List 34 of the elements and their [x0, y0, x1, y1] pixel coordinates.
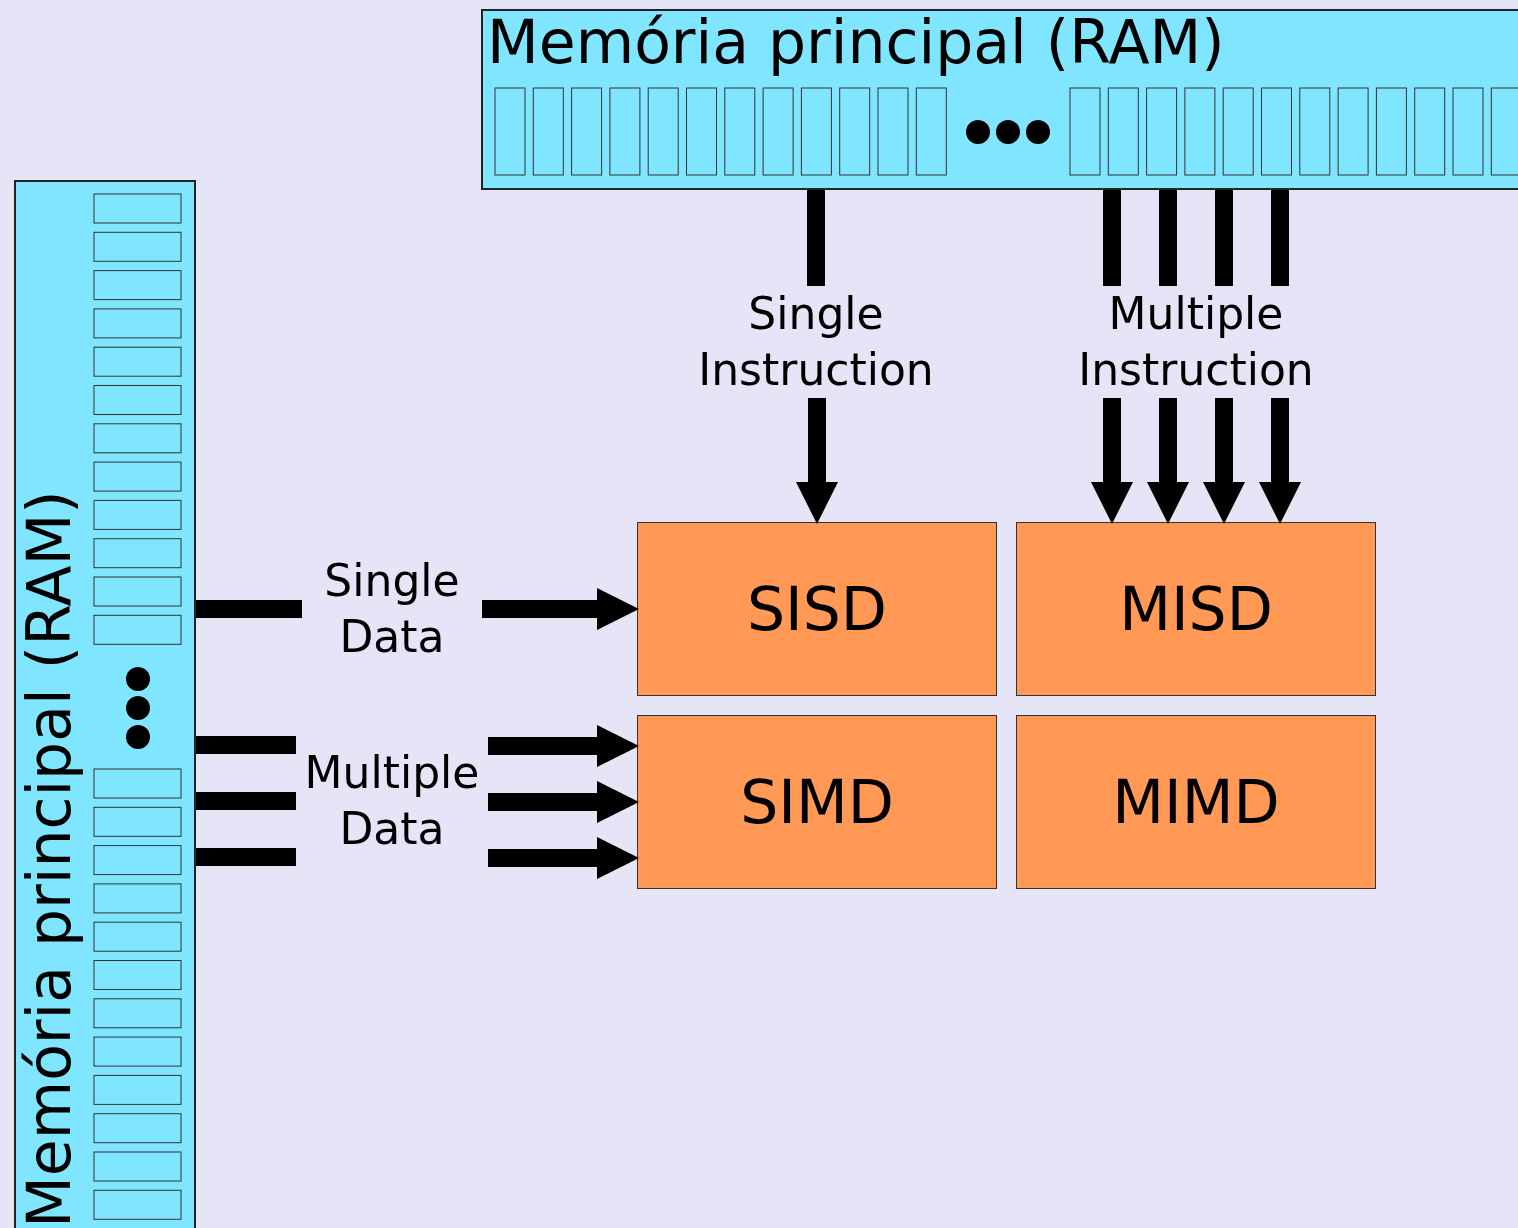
connector-line — [1103, 190, 1121, 286]
taxonomy-cell — [637, 715, 997, 889]
class-label: SIMD — [740, 767, 894, 837]
class-label: MISD — [1119, 574, 1273, 644]
arrow — [488, 725, 639, 767]
connector-line — [196, 792, 296, 810]
connector-line — [1159, 190, 1177, 286]
arrow — [488, 781, 639, 823]
connector-line — [196, 848, 296, 866]
stream-label: Single Instruction — [697, 287, 935, 397]
stream-label: Multiple Data — [303, 746, 481, 856]
connector-line — [196, 600, 302, 618]
connector-line — [807, 190, 825, 286]
memory-title: Memória principal (RAM) — [487, 7, 1225, 77]
taxonomy-cell — [1016, 522, 1376, 696]
connector-line — [1215, 190, 1233, 286]
arrow — [1091, 398, 1133, 524]
arrow — [482, 588, 639, 630]
class-label: MIMD — [1112, 767, 1280, 837]
memory-block — [14, 180, 196, 1228]
connector-line — [1271, 190, 1289, 286]
arrow — [1203, 398, 1245, 524]
class-label: SISD — [746, 574, 888, 644]
memory-title: Memória principal (RAM) — [14, 490, 84, 1228]
taxonomy-cell — [1016, 715, 1376, 889]
taxonomy-cell — [637, 522, 997, 696]
arrow — [1259, 398, 1301, 524]
memory-block — [481, 9, 1518, 190]
stream-label: Single Data — [323, 554, 461, 664]
arrow — [796, 398, 838, 524]
arrow — [488, 837, 639, 879]
connector-line — [196, 736, 296, 754]
arrow — [1147, 398, 1189, 524]
stream-label: Multiple Instruction — [1077, 287, 1315, 397]
